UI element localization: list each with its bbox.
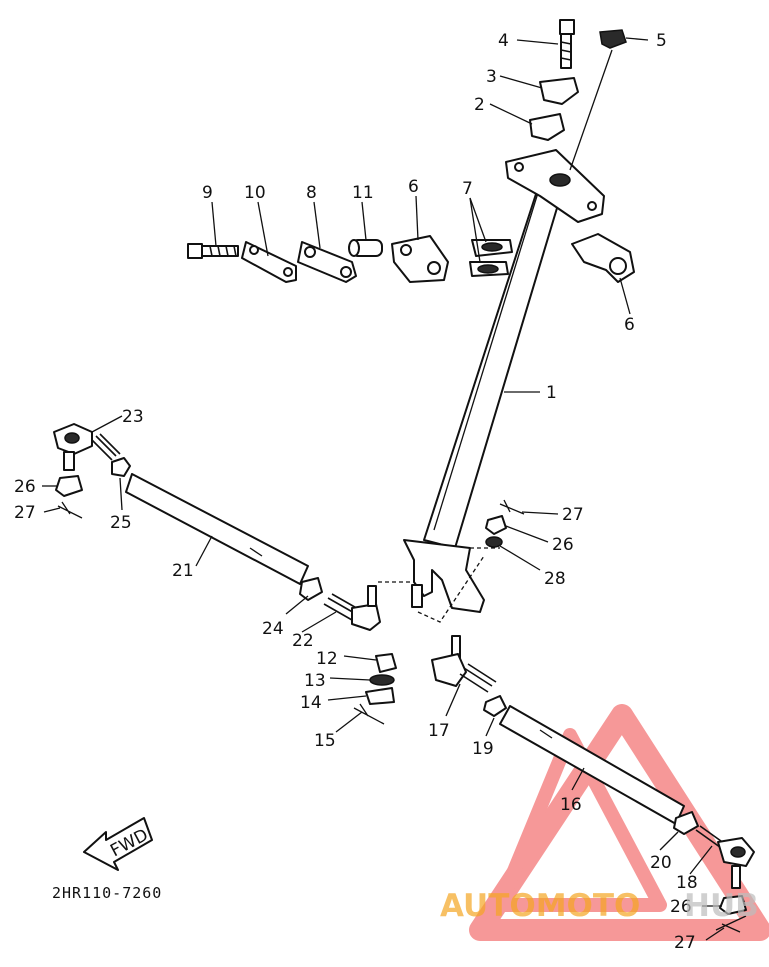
cotter-pin-27-left (57, 501, 83, 519)
callout-19: 19 (472, 739, 494, 759)
nut-26-left (55, 475, 83, 497)
bolt-9 (187, 243, 239, 259)
nut-25 (111, 457, 131, 477)
callout-13: 13 (304, 671, 326, 691)
callout-28: 28 (544, 569, 566, 589)
cotter-pin-27-right (715, 915, 747, 933)
nut-19 (483, 695, 507, 717)
callout-21: 21 (172, 561, 194, 581)
callout-10: 10 (244, 183, 266, 203)
callout-27-left: 27 (14, 503, 36, 523)
cotter-pin-15 (353, 703, 385, 725)
watermark-text: AUTOMOTO HUB (440, 888, 759, 924)
callout-12: 12 (316, 649, 338, 669)
top-bolt (559, 19, 575, 69)
callout-27-right: 27 (674, 933, 696, 953)
callout-14: 14 (300, 693, 322, 713)
callout-27-mid: 27 (562, 505, 584, 525)
callout-8: 8 (306, 183, 317, 203)
callout-6-left: 6 (408, 177, 419, 197)
nut-20 (673, 811, 699, 835)
callout-numbers: 4 5 3 2 1 9 10 8 11 6 7 6 23 26 27 25 21… (14, 31, 698, 953)
callout-24: 24 (262, 619, 284, 639)
steering-shaft (403, 159, 570, 613)
rod-end-22 (323, 585, 381, 631)
castle-nut-14 (365, 687, 395, 705)
callout-25: 25 (110, 513, 132, 533)
callout-1: 1 (546, 383, 557, 403)
callout-16: 16 (560, 795, 582, 815)
upper-collar-lower (529, 113, 565, 141)
rod-end-left (53, 423, 121, 471)
callout-9: 9 (202, 183, 213, 203)
assembly-guides (378, 547, 500, 623)
callout-7: 7 (462, 179, 473, 199)
callout-6-right: 6 (624, 315, 635, 335)
callout-4: 4 (498, 31, 509, 51)
callout-23: 23 (122, 407, 144, 427)
washer-28 (485, 536, 503, 548)
washer-13 (369, 674, 395, 686)
callout-20: 20 (650, 853, 672, 873)
callout-22: 22 (292, 631, 314, 651)
callout-26-right: 26 (670, 897, 692, 917)
callout-26-mid: 26 (552, 535, 574, 555)
shaft-clamp-right (571, 233, 635, 283)
arm-plate-8 (297, 241, 357, 283)
watermark-text-orange: AUTOMOTO (440, 888, 640, 924)
top-cap (599, 29, 627, 49)
callout-11: 11 (352, 183, 374, 203)
nut-24 (299, 577, 323, 601)
fwd-arrow-icon: FWD (83, 817, 153, 871)
tie-rod-left (125, 473, 309, 585)
rod-end-17 (431, 635, 497, 693)
leader-lines (42, 37, 725, 941)
collar-11 (348, 239, 383, 257)
rod-end-18 (695, 825, 755, 889)
nut-12 (375, 653, 397, 673)
callout-18: 18 (676, 873, 698, 893)
clamp-6-left (391, 235, 449, 283)
callout-3: 3 (486, 67, 497, 87)
callout-15: 15 (314, 731, 336, 751)
upper-collar-upper (539, 77, 579, 105)
cotter-pin-27-mid (499, 499, 525, 515)
diagram-code: 2HR110-7260 (52, 884, 162, 902)
callout-26-left: 26 (14, 477, 36, 497)
upper-bracket (505, 149, 605, 223)
callout-2: 2 (474, 95, 485, 115)
callout-5: 5 (656, 31, 667, 51)
bushing-7 (469, 239, 513, 277)
callout-17: 17 (428, 721, 450, 741)
lock-plate-10 (241, 241, 297, 283)
nut-26-mid (485, 515, 507, 535)
watermark-text-gray: HUB (684, 888, 759, 924)
